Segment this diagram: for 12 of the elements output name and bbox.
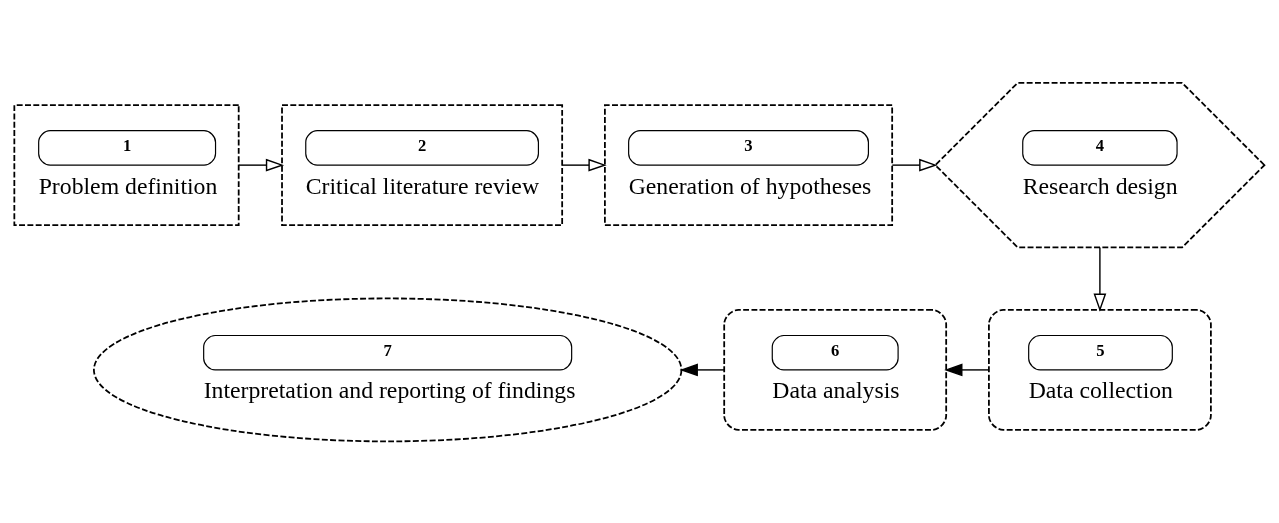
- arrow: [944, 363, 990, 376]
- node-box: 3 Generation of hypotheses: [604, 103, 894, 226]
- arrow: [891, 158, 938, 172]
- node-box: 6 Data analysis: [723, 308, 948, 431]
- node-box: 2 Critical literature review: [281, 103, 564, 226]
- arrow: [1093, 246, 1107, 312]
- arrow: [238, 158, 285, 172]
- node-ellipse: 7 Interpretation and reporting of findings: [93, 297, 683, 442]
- node-box: 1 Problem definition: [13, 103, 240, 226]
- arrow: [679, 363, 725, 376]
- arrow: [561, 158, 607, 172]
- node-box: 5 Data collection: [988, 308, 1212, 431]
